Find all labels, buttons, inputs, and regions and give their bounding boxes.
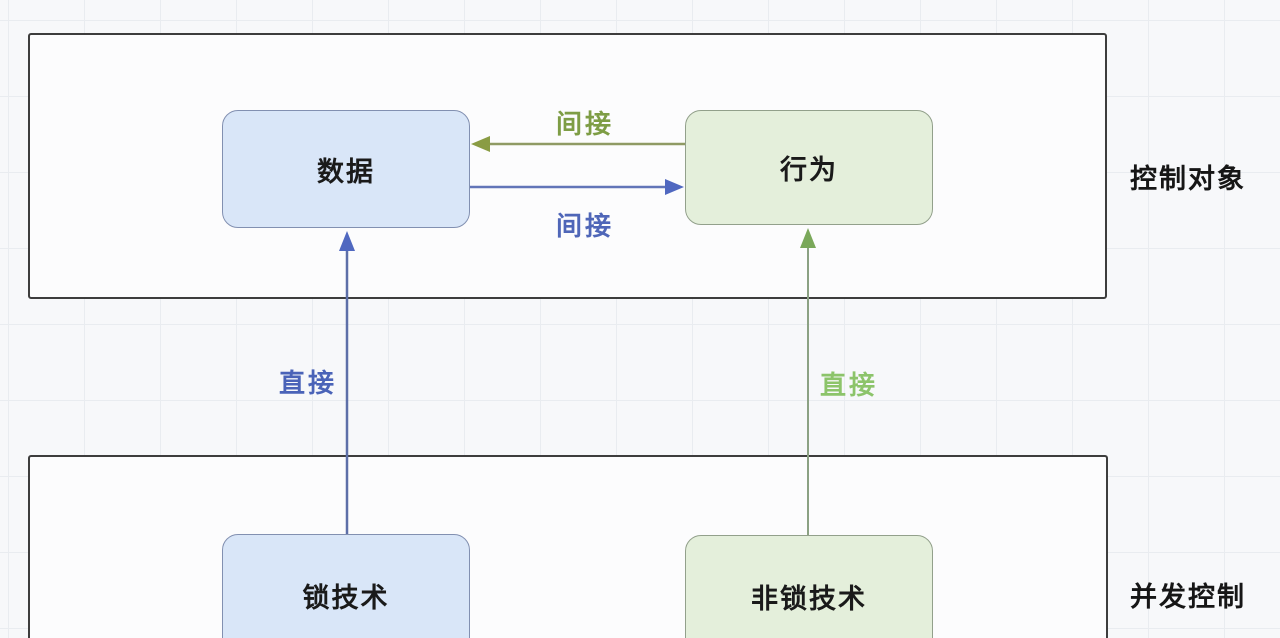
node-data-label: 数据	[317, 156, 375, 187]
node-nonlock-technology-label: 非锁技术	[751, 583, 867, 614]
edge-label-direct-green: 直接	[819, 370, 878, 400]
group-label-concurrency-control: 并发控制	[1130, 582, 1246, 612]
edge-label-indirect-blue: 间接	[555, 211, 614, 241]
node-lock-technology-label: 锁技术	[302, 582, 390, 613]
group-label-control-object: 控制对象	[1130, 164, 1246, 194]
control-object-group-box	[28, 33, 1107, 299]
node-data: 数据	[222, 110, 470, 228]
node-behavior: 行为	[685, 110, 933, 225]
node-behavior-label: 行为	[780, 155, 838, 185]
edge-label-indirect-green: 间接	[555, 109, 614, 139]
edge-label-direct-blue: 直接	[278, 368, 337, 398]
concurrency-control-group-box	[28, 455, 1108, 638]
node-lock-technology: 锁技术	[222, 534, 470, 638]
node-nonlock-technology: 非锁技术	[685, 535, 933, 638]
